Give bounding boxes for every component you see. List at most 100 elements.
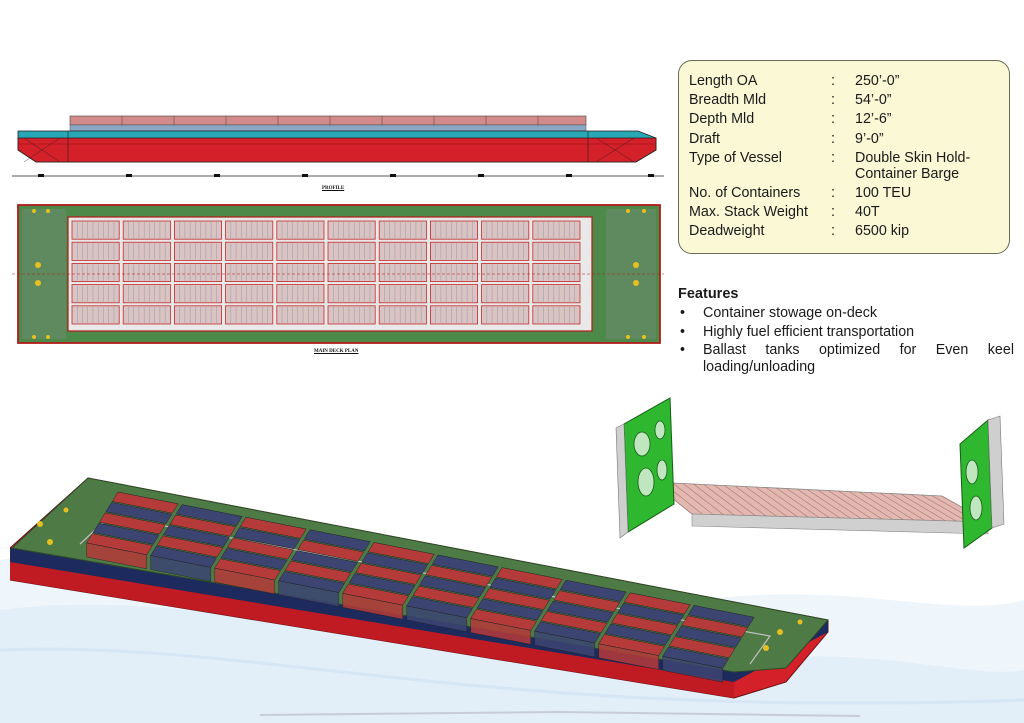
deck-container-slot	[532, 284, 581, 304]
barge-container	[227, 537, 294, 560]
specs-card: Length OA:250’-0”Breadth Mld:54’-0”Depth…	[678, 60, 1010, 254]
barge-container	[239, 516, 307, 539]
deck-container-slot	[378, 263, 427, 283]
barge-container-side	[662, 656, 724, 683]
barge-container	[431, 554, 499, 577]
deck-container-slot	[122, 263, 171, 283]
deck-container-slot	[225, 220, 274, 240]
deck-container-slot	[71, 241, 120, 261]
deck-container-slot	[378, 284, 427, 304]
deck-container-slot	[378, 305, 427, 325]
barge-container	[483, 588, 550, 610]
spec-separator: :	[831, 73, 835, 89]
deck-container-slot	[122, 220, 171, 240]
spec-separator: :	[831, 184, 835, 201]
barge-container	[156, 535, 224, 558]
spec-separator: :	[831, 92, 835, 109]
barge-container	[547, 600, 614, 623]
plan-label: MAIN DECK PLAN	[314, 349, 359, 354]
deck-container-slot	[327, 241, 376, 261]
deck-container-slot	[173, 220, 222, 240]
barge-container	[348, 573, 416, 596]
barge-container	[495, 567, 563, 590]
barge-container	[361, 552, 429, 575]
barge-container	[169, 514, 237, 537]
spec-row: No. of Containers:100 TEU	[689, 185, 999, 201]
feature-item: Container stowage on-deck	[678, 305, 1014, 322]
deck-container-slot	[429, 305, 478, 325]
deck-container-slot	[225, 284, 274, 304]
profile-containers	[69, 115, 587, 132]
spec-label: No. of Containers	[689, 184, 801, 201]
barge-container	[623, 592, 691, 615]
deck-container-slot	[378, 241, 427, 261]
features-section: Features Container stowage on-deck Highl…	[678, 286, 1014, 377]
deck-container-slot	[327, 220, 376, 240]
specs-list: Length OA:250’-0”Breadth Mld:54’-0”Depth…	[689, 73, 999, 239]
barge-3d-render	[10, 477, 829, 699]
barge-container-side	[86, 542, 148, 570]
spec-value: 250’-0”	[855, 73, 900, 89]
barge-container	[617, 602, 685, 625]
barge-container-side	[470, 618, 532, 645]
deck-container-slot	[429, 263, 478, 283]
barge-container	[233, 527, 301, 550]
features-title: Features	[678, 286, 739, 302]
spec-row: Length OA: 250’-0”	[689, 73, 999, 89]
barge-container	[489, 577, 557, 600]
spec-separator: :	[831, 111, 835, 128]
deck-container-slot	[327, 284, 376, 304]
deck-container-slot	[378, 220, 427, 240]
barge-container	[559, 579, 627, 602]
spec-row: Type of Vessel:Double Skin Hold-Containe…	[689, 150, 999, 182]
barge-container	[284, 560, 352, 583]
barge-container-side	[150, 555, 212, 582]
deck-container-slot	[429, 241, 478, 261]
barge-container	[540, 611, 608, 633]
barge-container	[105, 502, 173, 524]
barge-container-side	[534, 630, 596, 658]
spec-separator: :	[831, 130, 835, 147]
deck-container-grid	[71, 220, 581, 325]
deck-container-slot	[481, 305, 530, 325]
barge-container	[412, 585, 480, 608]
deck-container-slot	[532, 305, 581, 325]
barge-profile-drawing	[12, 115, 664, 177]
barge-container	[681, 615, 749, 638]
barge-container	[92, 522, 160, 545]
deck-container-slot	[71, 263, 120, 283]
deck-container-slot	[225, 305, 274, 325]
deck-container-slot	[122, 241, 171, 261]
spec-row: Breadth Mld:54’-0”	[689, 92, 999, 108]
barge-deck-plan-drawing	[12, 204, 664, 344]
spec-label: Draft	[689, 130, 720, 147]
spec-value: 6500 kip	[855, 223, 910, 240]
deck-container-slot	[276, 305, 325, 325]
deck-container-slot	[276, 284, 325, 304]
barge-container	[425, 565, 493, 587]
deck-container-slot	[71, 284, 120, 304]
deck-container-slot	[122, 305, 171, 325]
deck-container-slot	[225, 241, 274, 261]
spec-label: Length OA	[689, 73, 758, 89]
spec-value: Double Skin Hold-Container Barge	[855, 149, 971, 182]
deck-container-slot	[481, 263, 530, 283]
barge-container	[297, 539, 365, 562]
spec-row: Depth Mld:12’-6”	[689, 111, 999, 127]
barge-container	[476, 598, 544, 621]
barge-container-side	[342, 593, 404, 620]
deck-container-slot	[429, 220, 478, 240]
barge-container	[675, 625, 742, 648]
barge-container	[604, 623, 672, 646]
barge-container	[367, 542, 435, 564]
deck-container-slot	[429, 284, 478, 304]
spec-label: Deadweight	[689, 223, 765, 240]
feature-item: Highly fuel efficient transportation	[678, 324, 1014, 341]
barge-container	[291, 550, 358, 573]
deck-container-slot	[276, 263, 325, 283]
deck-container-slot	[71, 305, 120, 325]
barge-container-side	[214, 567, 276, 595]
deck-container-slot	[481, 220, 530, 240]
barge-container	[355, 562, 422, 585]
spec-value: 12’-6”	[855, 111, 892, 128]
